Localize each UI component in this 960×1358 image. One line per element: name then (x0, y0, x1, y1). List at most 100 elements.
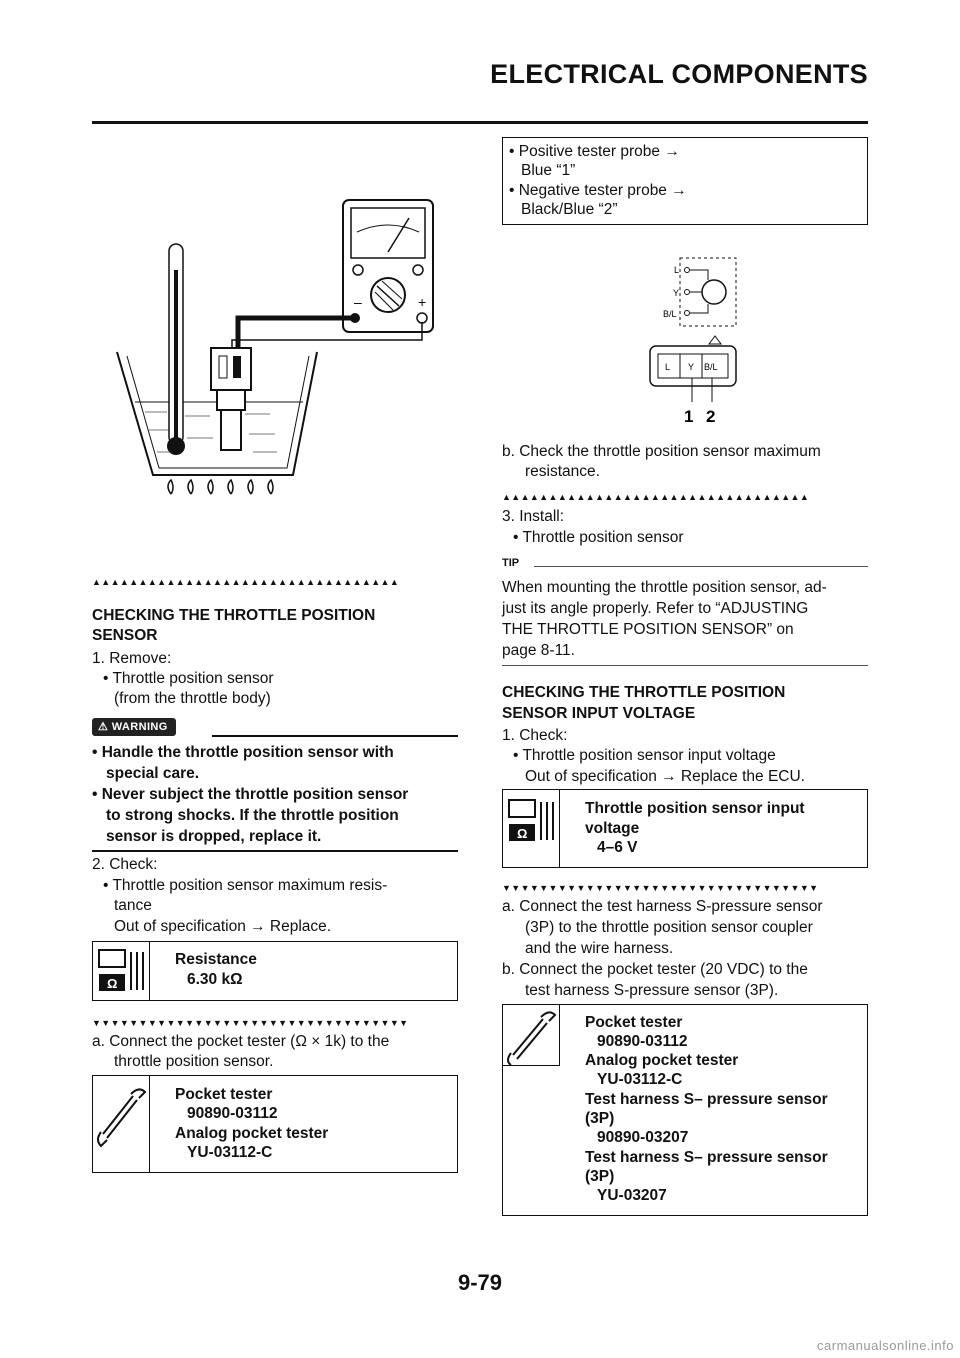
tool-line-3: Analog pocket tester (175, 1125, 329, 1142)
svg-text:B/L: B/L (704, 362, 718, 372)
connector-label-2: 2 (706, 407, 715, 426)
page-header-title: ELECTRICAL COMPONENTS (490, 59, 868, 89)
wrench-tool-icon (97, 1088, 147, 1148)
section-title-line2: SENSOR (92, 627, 158, 644)
svg-text:Ω: Ω (107, 976, 117, 991)
voltage-title-line2: voltage (585, 820, 640, 837)
probe-positive-line2: Blue “1” (521, 162, 576, 179)
caution-triangle-row: ▲▲▲▲▲▲▲▲▲▲▲▲▲▲▲▲▲▲▲▲▲▲▲▲▲▲▲▲▲▲▲▲▲ (92, 577, 400, 587)
step-a-line1: a. Connect the pocket tester (Ω × 1k) to… (92, 1033, 390, 1050)
step-b-line2: resistance. (525, 463, 600, 480)
warning-line-2c: sensor is dropped, replace it. (106, 828, 322, 845)
svg-text:Ω: Ω (517, 826, 527, 841)
resistance-title: Resistance (175, 951, 257, 968)
step-2-item-a: • Throttle position sensor maximum resis… (103, 877, 388, 894)
probe-connection-box: • Positive tester probe → Blue “1” • Neg… (502, 137, 868, 225)
section2-step-b-line1: b. Connect the pocket tester (20 VDC) to… (502, 961, 808, 978)
page-number: 9-79 (457, 1270, 503, 1295)
tool2-line-5: Test harness S– pressure sensor (585, 1091, 828, 1108)
input-voltage-spec-box: Ω Throttle position sensor input voltage… (502, 789, 868, 868)
header-divider (92, 121, 868, 124)
tool2-line-7: 90890-03207 (597, 1129, 689, 1146)
connector-label-1: 1 (684, 407, 693, 426)
resistance-value: 6.30 kΩ (187, 971, 243, 988)
section2-step-a-line2: (3P) to the throttle position sensor cou… (525, 919, 813, 936)
pin-label-bl: B/L (663, 309, 677, 319)
tool-icon-cell (93, 1076, 150, 1172)
step-3: 3. Install: (502, 508, 565, 525)
tool-line-1: Pocket tester (175, 1086, 273, 1103)
tool2-line-6: (3P) (585, 1110, 615, 1127)
warning-line-2a: • Never subject the throttle position se… (92, 786, 409, 803)
step-1-sub: (from the throttle body) (114, 690, 271, 707)
step-a-line2: throttle position sensor. (114, 1053, 274, 1070)
section2-step-1: 1. Check: (502, 727, 568, 744)
tool2-line-10: YU-03207 (597, 1187, 667, 1204)
section2-step-1-item: • Throttle position sensor input voltage (513, 747, 776, 764)
step-1-item: • Throttle position sensor (103, 670, 274, 687)
tool2-line-2: 90890-03112 (597, 1033, 688, 1050)
tool2-line-4: YU-03112-C (597, 1071, 683, 1088)
svg-text:–: – (354, 294, 362, 310)
tip-line-4: page 8-11. (502, 642, 575, 659)
tip-line-2: just its angle properly. Refer to “ADJUS… (502, 600, 809, 617)
resistance-spec-box: Ω Resistance 6.30 kΩ (92, 941, 458, 1001)
watermark: carmanualsonline.info (817, 1338, 954, 1353)
tool-icon-cell-right (503, 1005, 560, 1066)
step-3-item: • Throttle position sensor (513, 529, 684, 546)
probe-positive-line1: • Positive tester probe → (509, 143, 680, 160)
test-harness-tool-box: Pocket tester 90890-03112 Analog pocket … (502, 1004, 868, 1216)
step-1: 1. Remove: (92, 650, 172, 667)
pin-label-y: Y (673, 288, 679, 298)
voltage-value: 4–6 V (597, 839, 638, 856)
spec-icon-cell: Ω (93, 942, 150, 1000)
step-2-item-b: tance (114, 897, 152, 914)
warning-line-2b: to strong shocks. If the throttle positi… (106, 807, 399, 824)
tip-line-1: When mounting the throttle position sens… (502, 579, 827, 596)
connector-pin-diagram: L Y B/L L Y B/L 1 2 (649, 257, 737, 426)
section2-title-line1: CHECKING THE THROTTLE POSITION (502, 684, 786, 701)
warning-line-1a: • Handle the throttle position sensor wi… (92, 744, 394, 761)
tool2-line-3: Analog pocket tester (585, 1052, 739, 1069)
meter-spec-icon: Ω (98, 949, 144, 991)
section2-step-1-spec: Out of specification → Replace the ECU. (525, 768, 805, 785)
step-2-spec: Out of specification → Replace. (114, 918, 332, 935)
svg-text:L: L (665, 362, 670, 372)
section-title-line1: CHECKING THE THROTTLE POSITION (92, 607, 376, 624)
warning-line-1b: special care. (106, 765, 200, 782)
pocket-tester-tool-box: Pocket tester 90890-03112 Analog pocket … (92, 1075, 458, 1173)
tip-line-3: THE THROTTLE POSITION SENSOR” on (502, 621, 794, 638)
section2-title-line2: SENSOR INPUT VOLTAGE (502, 705, 696, 722)
sensor-water-test-illustration: – + (116, 199, 434, 495)
section2-step-a-line3: and the wire harness. (525, 940, 674, 957)
svg-text:+: + (418, 294, 426, 310)
probe-negative-line2: Black/Blue “2” (521, 201, 618, 218)
section2-step-b-line2: test harness S-pressure sensor (3P). (525, 982, 779, 999)
tip-label: TIP (502, 557, 520, 569)
tool2-line-8: Test harness S– pressure sensor (585, 1149, 828, 1166)
tip-end-rule (502, 665, 868, 666)
spec-icon-cell-right: Ω (503, 790, 560, 867)
warning-label: WARNING (111, 721, 168, 733)
meter-spec-icon: Ω (508, 799, 554, 841)
wrench-tool-icon (507, 1011, 557, 1066)
step-2: 2. Check: (92, 856, 158, 873)
svg-text:Y: Y (688, 362, 694, 372)
warning-end-rule (92, 850, 458, 852)
caution-triangle-row-right: ▲▲▲▲▲▲▲▲▲▲▲▲▲▲▲▲▲▲▲▲▲▲▲▲▲▲▲▲▲▲▲▲▲ (502, 492, 810, 502)
tool-line-2: 90890-03112 (187, 1105, 278, 1122)
pin-label-l: L (674, 265, 679, 275)
step-b-line1: b. Check the throttle position sensor ma… (502, 443, 821, 460)
warning-icon: ⚠ (98, 721, 109, 733)
probe-negative-line1: • Negative tester probe → (509, 182, 687, 199)
tool2-line-1: Pocket tester (585, 1014, 683, 1031)
warning-rule (212, 735, 458, 737)
voltage-title-line1: Throttle position sensor input (585, 800, 805, 817)
tool-line-4: YU-03112-C (187, 1144, 273, 1161)
warning-header: ⚠ WARNING (92, 716, 176, 736)
tool2-line-9: (3P) (585, 1168, 615, 1185)
warning-badge: ⚠ WARNING (92, 718, 176, 736)
procedure-triangle-row: ▼▼▼▼▼▼▼▼▼▼▼▼▼▼▼▼▼▼▼▼▼▼▼▼▼▼▼▼▼▼▼▼▼▼ (92, 1018, 409, 1028)
tip-rule (534, 566, 868, 567)
section2-step-a-line1: a. Connect the test harness S-pressure s… (502, 898, 823, 915)
